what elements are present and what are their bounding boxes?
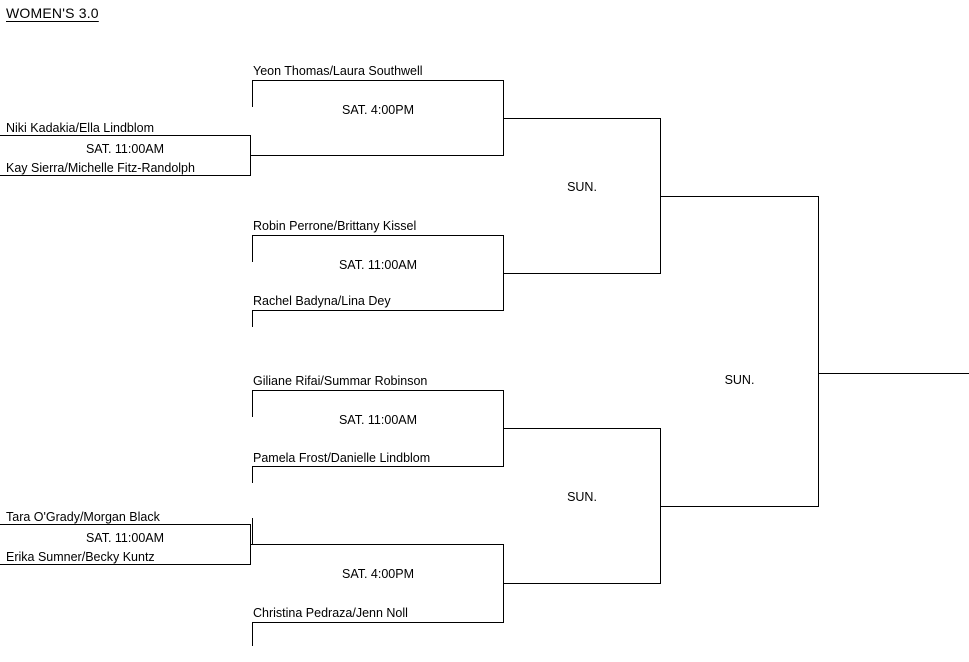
- page-title: WOMEN'S 3.0: [6, 5, 99, 21]
- match-time-label: SUN.: [567, 180, 597, 194]
- team-name: Erika Sumner/Becky Kuntz: [6, 550, 155, 564]
- match-time-label: SAT. 11:00AM: [338, 413, 418, 427]
- match-box-bottom-line: [252, 622, 504, 623]
- match-box-bottom-line: [252, 310, 504, 311]
- team-name: Yeon Thomas/Laura Southwell: [253, 64, 423, 78]
- team-slot-stub: [252, 235, 253, 262]
- match-box-top-line: [0, 524, 250, 525]
- match-time-label: SAT. 11:00AM: [85, 531, 165, 545]
- team-slot-stub: [252, 390, 253, 417]
- match-time-label: SUN.: [724, 373, 755, 387]
- match-time-label: SAT. 4:00PM: [341, 567, 415, 581]
- match-box-bottom-line: [0, 564, 250, 565]
- match-box-bottom-line: [0, 175, 250, 176]
- match-box-top-line: [0, 135, 250, 136]
- match-time-label: SUN.: [567, 490, 597, 504]
- qf-box-top-line: [503, 118, 661, 119]
- qf-box-bottom-line: [503, 273, 661, 274]
- team-slot-stub: [252, 622, 253, 646]
- team-slot-stub: [252, 80, 253, 107]
- final-box-top-line: [660, 196, 819, 197]
- team-name: Pamela Frost/Danielle Lindblom: [253, 451, 431, 465]
- match-box-top-line: [252, 80, 504, 81]
- team-name: Christina Pedraza/Jenn Noll: [253, 606, 408, 620]
- team-slot-stub: [252, 310, 253, 327]
- match-box-top-line: [252, 390, 504, 391]
- qf-box-top-line: [503, 428, 661, 429]
- team-name: Rachel Badyna/Lina Dey: [253, 294, 391, 308]
- team-slot-stub: [252, 518, 253, 545]
- team-name: Tara O'Grady/Morgan Black: [6, 510, 160, 524]
- champion-line: [818, 373, 969, 374]
- match-time-label: SAT. 4:00PM: [341, 103, 415, 117]
- qf-box-bottom-line: [503, 583, 661, 584]
- match-box-top-line: [252, 544, 504, 545]
- team-name: Kay Sierra/Michelle Fitz-Randolph: [6, 161, 195, 175]
- team-name: Niki Kadakia/Ella Lindblom: [6, 121, 154, 135]
- final-box-right-line: [818, 196, 819, 507]
- team-name: Giliane Rifai/Summar Robinson: [253, 374, 428, 388]
- team-slot-stub: [252, 466, 253, 483]
- match-time-label: SAT. 11:00AM: [85, 142, 165, 156]
- match-box-bottom-line: [252, 155, 504, 156]
- match-box-bottom-line: [252, 466, 504, 467]
- match-time-label: SAT. 11:00AM: [338, 258, 418, 272]
- match-box-top-line: [252, 235, 504, 236]
- team-name: Robin Perrone/Brittany Kissel: [253, 219, 417, 233]
- final-box-bottom-line: [660, 506, 819, 507]
